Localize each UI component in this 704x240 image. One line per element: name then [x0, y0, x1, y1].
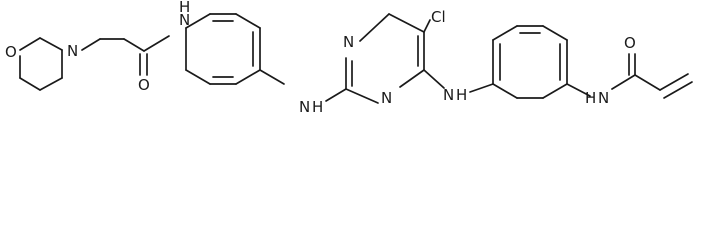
atom-label-nitrogen-morpholine: N: [67, 42, 78, 60]
acrylamide-group: [566, 53, 693, 99]
atom-label-oxygen-amide: O: [138, 76, 150, 94]
atom-label-n-link-1: N: [299, 98, 310, 116]
atom-label-h-link-1: H: [312, 98, 323, 116]
phenylene-ring-left: [185, 13, 261, 85]
atom-label-h-acrylamide: H: [585, 89, 596, 107]
atom-label-n-pyrimidine-bottom: N: [381, 89, 392, 107]
atom-label-chlorine: Cl: [431, 8, 446, 26]
atom-label-oxygen-acrylamide: O: [624, 34, 636, 52]
amine-link-1: [259, 69, 347, 102]
amine-link-2: [423, 69, 494, 93]
atom-label-n-amide: N: [179, 11, 190, 29]
atom-label-oxygen-morpholine: O: [5, 43, 17, 61]
atom-label-h-amide: H: [179, 0, 190, 16]
phenylene-ring-right: [492, 25, 568, 99]
morpholine-ring: [19, 37, 63, 91]
acetamide-linker: [81, 35, 170, 76]
atom-label-n-link-2: N: [443, 86, 454, 104]
atom-label-n-acrylamide: N: [598, 89, 609, 107]
pyrimidine-ring: [345, 13, 431, 104]
chemical-structure: O N O N H N N Cl N H N H O N H: [5, 0, 693, 116]
atom-label-n-pyrimidine-top: N: [343, 33, 354, 51]
atom-label-h-link-2: H: [456, 86, 467, 104]
